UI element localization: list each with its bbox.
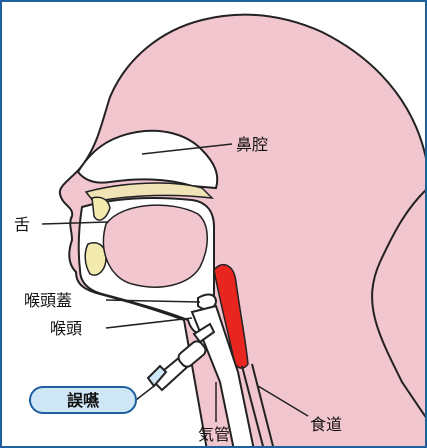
tongue (104, 205, 208, 287)
label-tongue: 舌 (14, 215, 30, 234)
label-esophagus: 食道 (310, 415, 342, 434)
label-nasal-cavity: 鼻腔 (236, 135, 268, 154)
leader-badge (136, 386, 154, 400)
leader-larynx (106, 318, 192, 328)
label-trachea: 気管 (198, 425, 230, 444)
lower-teeth (85, 243, 106, 275)
label-larynx: 喉頭 (50, 319, 82, 338)
label-epiglottis: 喉頭蓋 (24, 291, 72, 310)
aspiration-badge-label: 誤嚥 (67, 391, 99, 410)
